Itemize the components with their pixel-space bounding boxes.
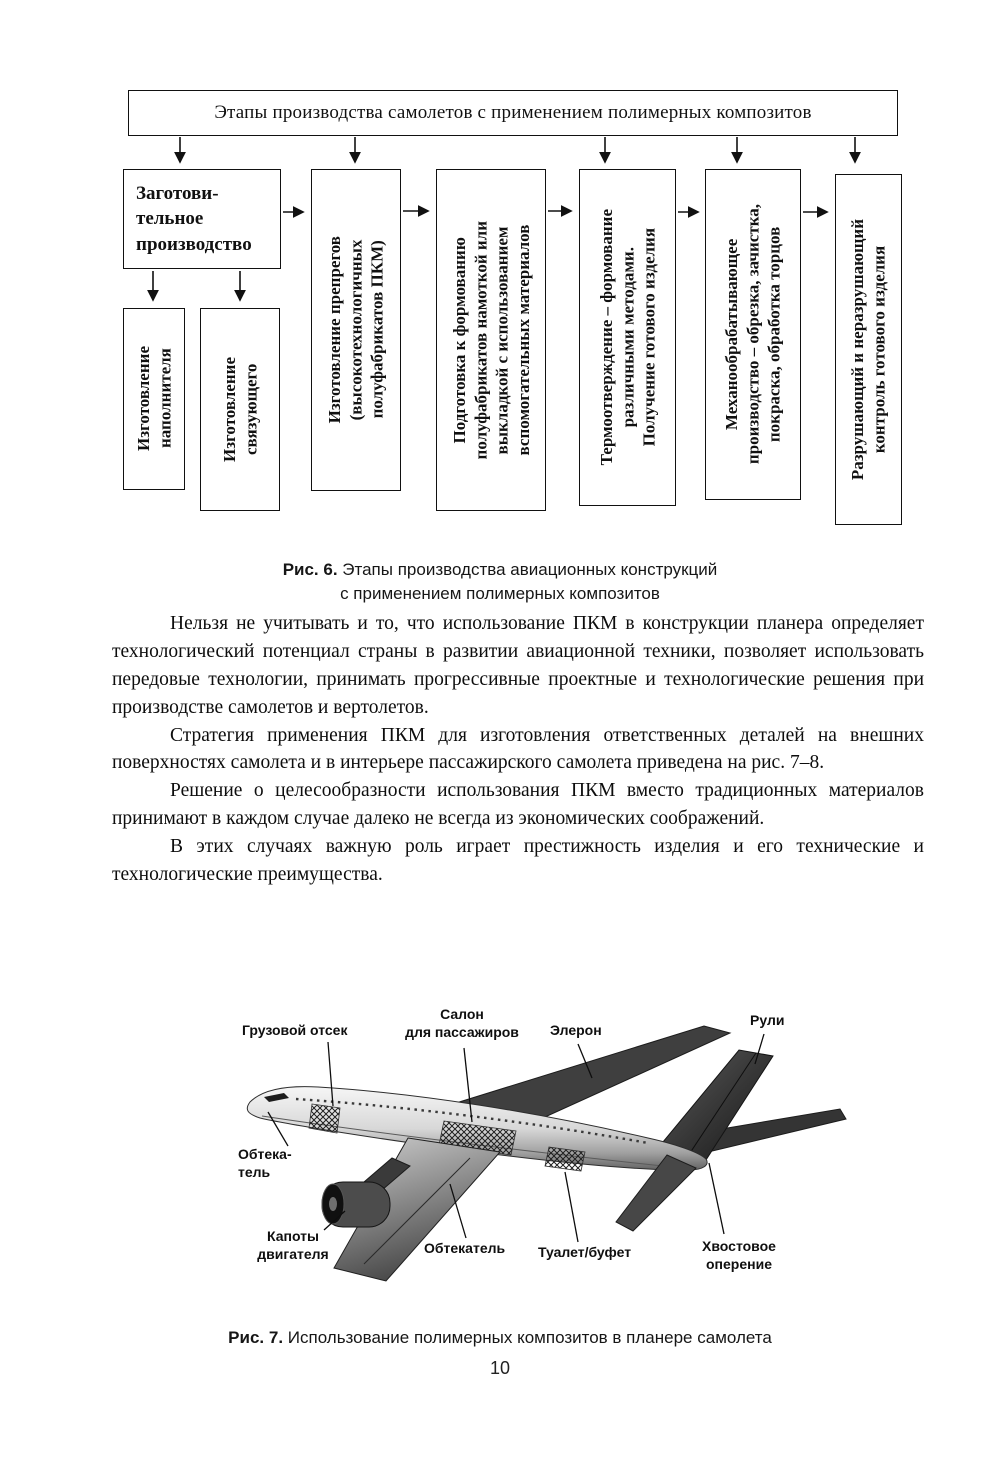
label-line-engine (323, 1210, 346, 1231)
flow-box-stage2: Изготовление препрегов (высокотехнологич… (311, 169, 401, 491)
label-nose-fairing: Обтека- тель (238, 1146, 292, 1180)
flow-box-filler: Изготовление наполнителя (123, 308, 185, 490)
stage4-label: Термоотверждение – формование различными… (596, 209, 659, 466)
flow-box-stage5: Механообрабатывающее производство – обре… (705, 169, 801, 500)
flow-box-stage1: Заготови- тельное производство (123, 169, 281, 269)
flow-box-stage6: Разрушающий и неразрушающий контроль гот… (835, 174, 902, 525)
stage5-label: Механообрабатывающее производство – обре… (722, 204, 784, 465)
flow-box-stage4: Термоотверждение – формование различными… (579, 169, 676, 506)
label-aileron: Элерон (550, 1022, 602, 1038)
engine-spinner (329, 1197, 337, 1211)
label-line-aileron (577, 1043, 593, 1079)
label-line-cabin (463, 1047, 473, 1123)
flow-box-binder: Изготовление связующего (200, 308, 280, 511)
flap-line (363, 1157, 471, 1265)
label-cargo-bay: Грузовой отсек (242, 1022, 348, 1038)
paragraph-1: Нельзя не учитывать и то, что использова… (112, 613, 924, 718)
figure7-caption-number: Рис. 7. (228, 1328, 284, 1348)
composite-area-toilet (544, 1146, 586, 1172)
near-stabilizer (615, 1154, 697, 1232)
page-number: 10 (489, 1358, 511, 1378)
composite-area-cargo (308, 1103, 341, 1134)
paragraph-2: Стратегия применения ПКМ для изготовлени… (112, 724, 924, 774)
paragraph-3: Решение о целесообразности использования… (112, 780, 924, 830)
figure7-caption: Рис. 7. Использование полимерных компози… (0, 1302, 1000, 1350)
flow-box-stage3: Подготовка к формованию полуфабрикатов н… (436, 169, 546, 511)
cabin-window-row (295, 1097, 649, 1145)
label-line-toilet (564, 1171, 579, 1243)
stage1-label: Заготови- тельное производство (136, 183, 252, 255)
cockpit-windows (264, 1093, 289, 1102)
label-tail-unit: Хвостовое оперение (702, 1238, 776, 1272)
airplane-illustration (246, 1025, 847, 1282)
rudder-hinge-line (687, 1052, 757, 1157)
label-line-fairing (449, 1183, 467, 1239)
stage1a-label: Изготовление наполнителя (133, 346, 174, 452)
stage3-label: Подготовка к формованию полуфабрикатов н… (449, 220, 533, 460)
flowchart-title-box: Этапы производства самолетов с применени… (128, 90, 898, 136)
label-passenger-cabin: Салон для пассажиров (405, 1006, 519, 1040)
paragraph-4: В этих случаях важную роль играет прести… (112, 836, 924, 885)
figure6-caption-number: Рис. 6. (282, 560, 338, 580)
figure6-caption-text: Этапы производства авиационных конструкц… (340, 560, 718, 604)
label-line-rudders (754, 1033, 765, 1065)
label-line-nose-fairing (267, 1111, 289, 1147)
label-engine-cowls: Капоты двигателя (257, 1228, 329, 1262)
flowchart-title: Этапы производства самолетов с применени… (214, 102, 812, 123)
label-fairing: Обтекатель (424, 1240, 506, 1256)
figure7: Грузовой отсек Салон для пассажиров Элер… (212, 1000, 872, 1300)
label-rudders: Рули (750, 1012, 785, 1028)
stage6-label: Разрушающий и неразрушающий контроль гот… (848, 218, 889, 481)
label-toilet-buffet: Туалет/буфет (538, 1244, 632, 1260)
label-line-tail (708, 1162, 725, 1235)
figure7-caption-text: Использование полимерных композитов в пл… (283, 1328, 772, 1348)
label-line-cargo (327, 1041, 334, 1107)
body-text: Нельзя не учитывать и то, что использова… (112, 610, 924, 889)
label-lines (267, 1033, 765, 1243)
figure6-caption: Рис. 6. Этапы производства авиационных к… (0, 534, 1000, 606)
stage2-label: Изготовление препрегов (высокотехнологич… (325, 236, 387, 424)
stage1b-label: Изготовление связующего (219, 356, 260, 462)
